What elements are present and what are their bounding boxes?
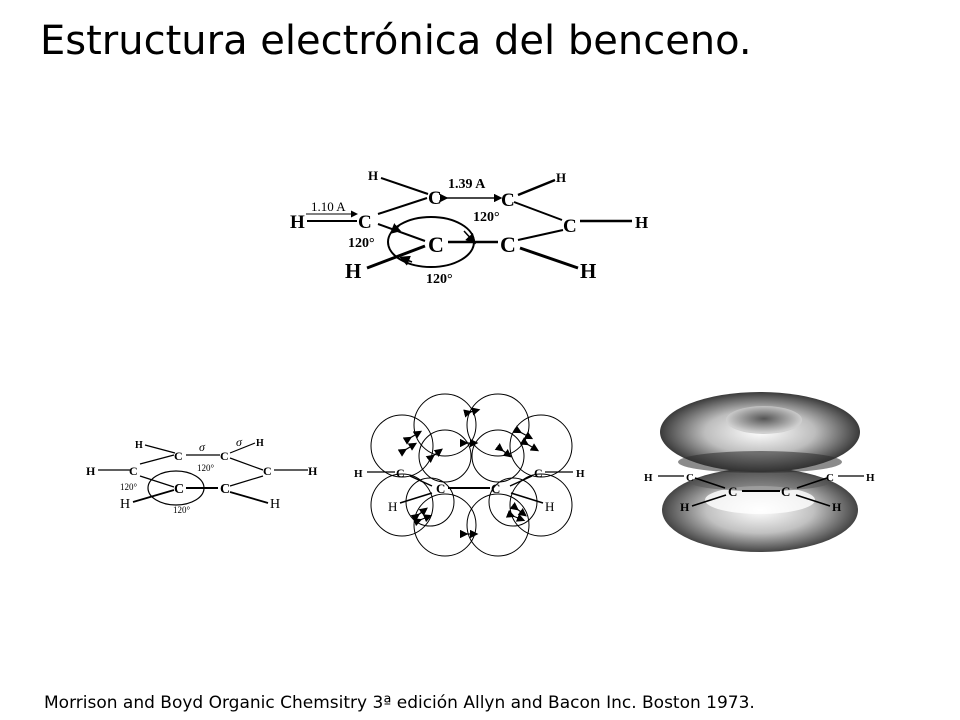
sigma-label: σ — [236, 435, 243, 449]
atom-h: H — [545, 499, 554, 514]
bond-length-ch-label: 1.10 A — [311, 199, 346, 214]
atom-h: H — [354, 468, 363, 480]
atom-h: H — [576, 468, 585, 480]
atom-h: H — [388, 499, 397, 514]
sigma-label: σ — [199, 440, 206, 454]
atom-h: H — [308, 464, 318, 478]
atom-h: H — [832, 500, 842, 514]
atom-c: C — [428, 188, 442, 209]
angle-label: 120° — [348, 236, 375, 251]
atom-h: H — [644, 472, 653, 484]
citation-text: Morrison and Boyd Organic Chemsitry 3ª e… — [44, 693, 755, 713]
atom-c: C — [500, 232, 516, 257]
atom-c: C — [826, 472, 834, 484]
atom-c: C — [174, 449, 183, 463]
atom-c: C — [358, 212, 372, 233]
benzene-sigma-diagram: C C C C C C H H H H H H σ σ 120° 120° 12… — [86, 435, 318, 515]
atom-c: C — [174, 482, 184, 497]
benzene-orbital-diagram — [367, 393, 573, 557]
atom-h: H — [135, 440, 143, 451]
atom-c: C — [491, 481, 500, 496]
atom-c: C — [396, 466, 405, 480]
atom-h: H — [86, 464, 96, 478]
atom-c: C — [563, 216, 577, 237]
atom-c: C — [534, 466, 543, 480]
atom-c: C — [436, 481, 445, 496]
atom-c: C — [728, 484, 737, 499]
benzene-pi-cloud-diagram: C C C C H H H H — [644, 392, 875, 552]
atom-c: C — [220, 449, 229, 463]
atom-c: C — [220, 482, 230, 497]
atom-h: H — [270, 497, 280, 512]
benzene-top-diagram: C C C C C C H H H H H H 1.39 A 1.10 A 12… — [290, 168, 648, 287]
atom-h: H — [345, 259, 361, 283]
atom-h: H — [680, 500, 690, 514]
atom-c: C — [501, 190, 515, 211]
bond-length-cc-label: 1.39 A — [448, 177, 486, 192]
atom-h: H — [635, 213, 648, 232]
angle-label: 120° — [120, 482, 138, 492]
angle-label: 120° — [197, 463, 215, 473]
atom-c: C — [686, 472, 694, 484]
atom-h: H — [580, 259, 596, 283]
atom-h: H — [368, 168, 378, 183]
angle-label: 120° — [473, 210, 500, 225]
atom-c: C — [781, 484, 790, 499]
orbital-diagram-labels: C C C C H H H H — [354, 466, 585, 514]
atom-c: C — [263, 464, 272, 478]
atom-h: H — [290, 212, 305, 233]
atom-c: C — [129, 464, 138, 478]
atom-h: H — [866, 472, 875, 484]
atom-c: C — [428, 232, 444, 257]
angle-label: 120° — [426, 272, 453, 287]
slide-title: Estructura electrónica del benceno. — [40, 18, 752, 64]
atom-h: H — [256, 438, 264, 449]
atom-h: H — [556, 170, 566, 185]
atom-h: H — [120, 497, 130, 512]
angle-label: 120° — [173, 505, 191, 515]
